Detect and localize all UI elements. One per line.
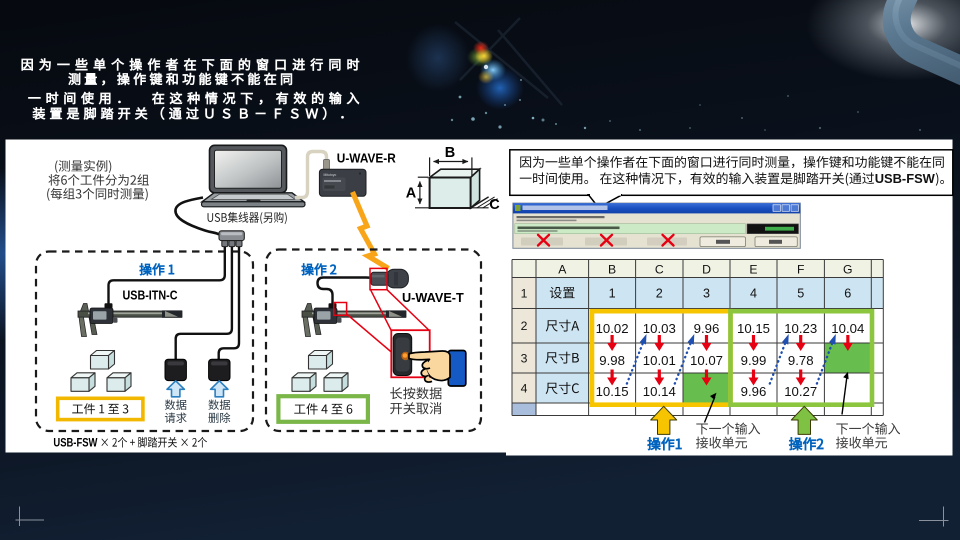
svg-text:10.03: 10.03 — [643, 321, 676, 336]
svg-text:U-WAVE-T: U-WAVE-T — [402, 290, 464, 305]
svg-text:10.23: 10.23 — [784, 321, 817, 336]
svg-text:5: 5 — [797, 286, 804, 300]
svg-text:9.96: 9.96 — [694, 321, 720, 336]
svg-text:9.99: 9.99 — [741, 353, 767, 368]
svg-text:E: E — [749, 262, 757, 276]
svg-text:B: B — [445, 145, 455, 161]
svg-text:USB-ITN-C: USB-ITN-C — [123, 288, 178, 303]
svg-text:4: 4 — [521, 381, 528, 395]
svg-text:6: 6 — [844, 286, 851, 300]
svg-text:USB-FSW: USB-FSW — [875, 171, 936, 186]
svg-text:10.27: 10.27 — [784, 384, 817, 399]
svg-text:10.07: 10.07 — [690, 353, 723, 368]
svg-text:10.01: 10.01 — [643, 353, 676, 368]
svg-text:3: 3 — [703, 286, 710, 300]
svg-text:9.78: 9.78 — [788, 353, 814, 368]
svg-text:1: 1 — [521, 286, 528, 300]
svg-text:9.98: 9.98 — [599, 353, 625, 368]
svg-text:U-WAVE-R: U-WAVE-R — [337, 152, 396, 166]
svg-text:D: D — [702, 262, 711, 276]
svg-text:3: 3 — [521, 351, 528, 365]
svg-text:10.04: 10.04 — [831, 321, 864, 336]
svg-text:10.15: 10.15 — [737, 321, 770, 336]
svg-text:9.96: 9.96 — [741, 384, 767, 399]
svg-text:10.02: 10.02 — [596, 321, 629, 336]
svg-text:1: 1 — [609, 286, 616, 300]
svg-text:4: 4 — [750, 286, 757, 300]
svg-text:2: 2 — [656, 286, 663, 300]
svg-text:2: 2 — [521, 319, 528, 333]
svg-text:10.14: 10.14 — [643, 384, 676, 399]
svg-text:F: F — [797, 262, 804, 276]
svg-text:USB-FSW: USB-FSW — [53, 436, 97, 450]
svg-text:C: C — [655, 262, 664, 276]
svg-text:B: B — [608, 262, 616, 276]
svg-text:A: A — [558, 262, 567, 276]
svg-text:Mitutoyo: Mitutoyo — [324, 173, 337, 177]
svg-text:G: G — [843, 262, 852, 276]
svg-text:C: C — [489, 197, 500, 213]
svg-text:10.15: 10.15 — [596, 384, 629, 399]
svg-text:A: A — [406, 186, 417, 202]
